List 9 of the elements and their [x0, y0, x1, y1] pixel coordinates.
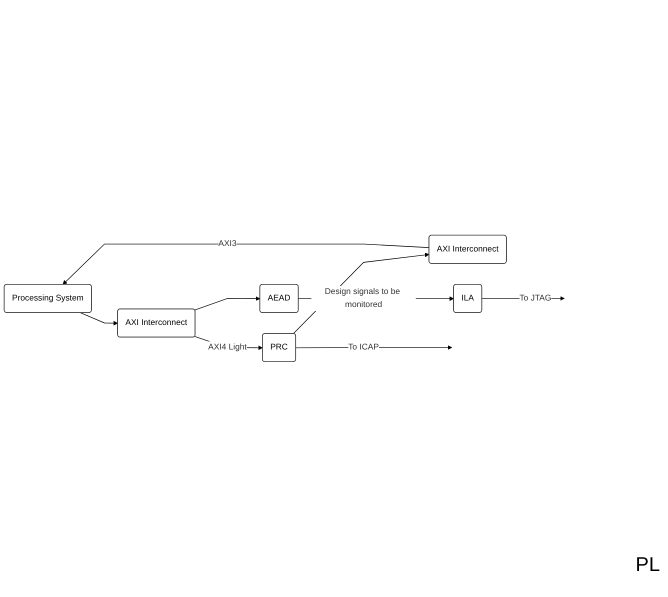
region-label: PL [636, 554, 660, 577]
edge-label: To ICAP [348, 342, 379, 352]
edge-label: AXI3 [218, 239, 236, 248]
arrow [80, 312, 118, 326]
arrow [194, 296, 260, 310]
edge-label: Design signals to be monitored [324, 288, 400, 309]
arrow [62, 244, 430, 285]
edge-label: To JTAG [519, 294, 552, 303]
edge-label: AXI4 Light [208, 342, 247, 352]
